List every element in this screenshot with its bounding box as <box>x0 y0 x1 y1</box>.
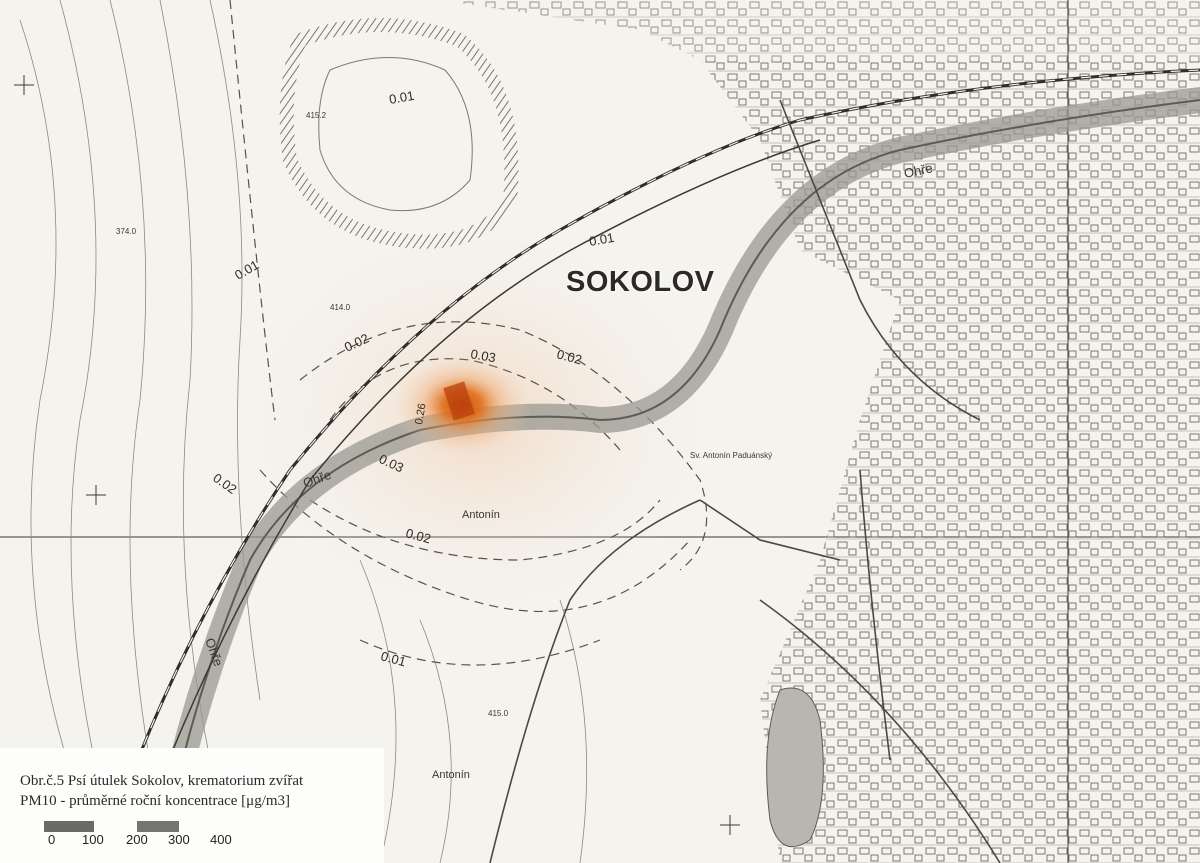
contour-label: 0.01 <box>388 88 416 107</box>
grid-crosses <box>14 75 740 835</box>
river-ohre-bank <box>159 99 1200 863</box>
contour-label: 0.02 <box>210 470 239 497</box>
spoil-heap-inner <box>318 57 473 212</box>
city-label: SOKOLOV <box>566 266 715 298</box>
legend-tick: 100 <box>82 832 104 847</box>
contour-label: 0.02 <box>404 525 432 546</box>
railway-dash <box>99 69 1200 863</box>
terrain-contours <box>19 0 588 863</box>
legend-scale-bar <box>44 821 94 832</box>
place-label: Sv. Antonín Paduánský <box>690 451 772 460</box>
river-label: Ohře <box>903 160 934 181</box>
contour-label: 0.01 <box>379 648 407 669</box>
legend-tick: 300 <box>168 832 190 847</box>
place-label: Antonín <box>432 769 470 781</box>
contour-label: 0.26 <box>413 402 429 425</box>
town-area <box>700 60 1200 863</box>
legend-subtitle: PM10 - průměrné roční koncentrace [μg/m3… <box>20 793 291 809</box>
elevation-label: 414.0 <box>330 303 351 312</box>
place-label: Antonín <box>462 509 500 521</box>
legend-panel <box>0 748 384 863</box>
elevation-label: 415.0 <box>488 709 509 718</box>
legend-title: Obr.č.5 Psí útulek Sokolov, krematorium … <box>20 773 304 789</box>
legend-scale-bar <box>137 821 179 832</box>
contour-label: 0.02 <box>555 346 583 367</box>
legend-tick: 200 <box>126 832 148 847</box>
roads <box>489 99 1001 863</box>
crematorium-building <box>443 381 475 421</box>
legend-tick: 400 <box>210 832 232 847</box>
elevation-label: 415.2 <box>306 111 327 120</box>
legend-tick: 0 <box>48 832 56 847</box>
elevation-label: 374.0 <box>116 227 137 236</box>
pond <box>766 687 824 848</box>
contour-label: 0.03 <box>469 346 497 365</box>
contour-label: 0.01 <box>588 230 616 249</box>
town-area-north <box>440 0 1200 60</box>
road-parallel <box>129 139 821 863</box>
